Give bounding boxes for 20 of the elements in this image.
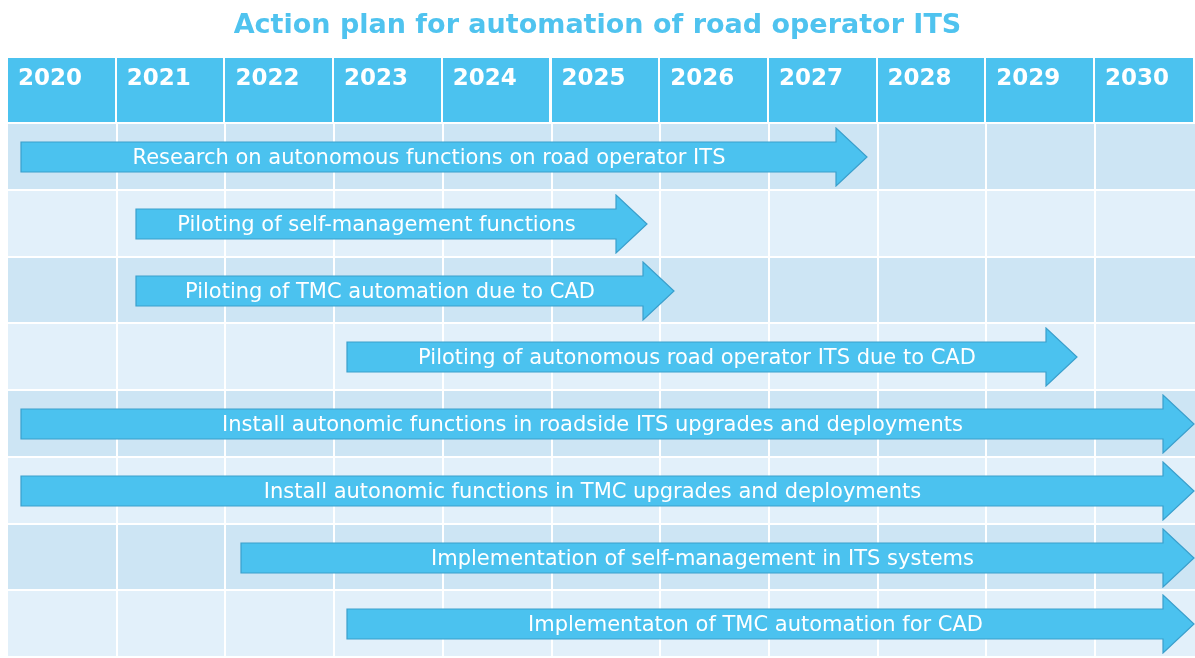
arrow-label: Piloting of TMC automation due to CAD — [184, 277, 596, 305]
year-header: 2020 — [8, 58, 117, 122]
arrow-label: Implementation of self-management in ITS systems — [430, 544, 975, 572]
year-header: 2023 — [334, 58, 443, 122]
year-header: 2021 — [116, 58, 226, 122]
year-header: 2025 — [551, 58, 661, 122]
arrow-label: Research on autonomous functions on road operator ITS — [131, 144, 727, 171]
arrow-label: Install autonomic functions in TMC upgrades and deployments — [262, 477, 923, 505]
arrow-label: Piloting of self-management functions — [176, 210, 577, 238]
year-header: 2024 — [442, 58, 552, 122]
year-header: 2027 — [768, 58, 878, 122]
arrow-label: Implementaton of TMC automation for CAD — [527, 611, 984, 639]
chart-title: Action plan for automation of road operator ITS — [232, 8, 963, 39]
year-header: 2028 — [877, 58, 987, 122]
year-header: 2029 — [986, 58, 1095, 122]
year-header: 2026 — [660, 58, 769, 122]
arrow-label: Piloting of autonomous road operator ITS due to CAD — [417, 344, 977, 372]
arrow-label: Install autonomic functions in roadside ITS upgrades and deployments — [220, 411, 965, 438]
year-header: 2030 — [1095, 58, 1195, 122]
year-header: 2022 — [225, 58, 335, 122]
